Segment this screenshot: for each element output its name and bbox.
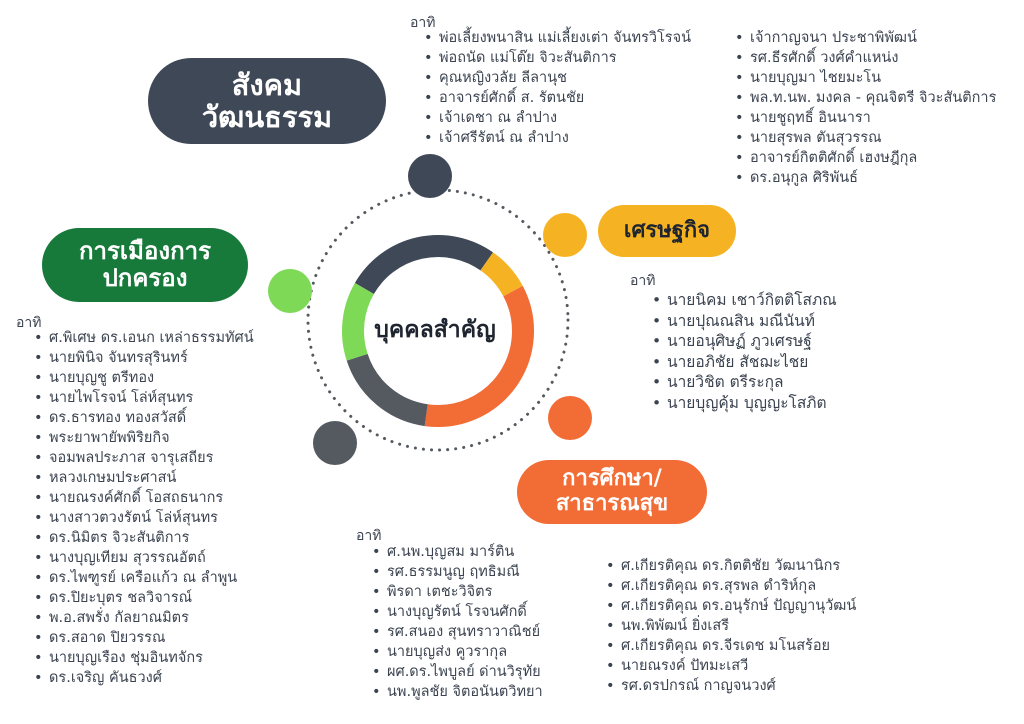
name-item: นายณรงค์ศักดิ์ โอสถธนากร bbox=[34, 488, 254, 508]
node-economy bbox=[543, 213, 587, 257]
name-item: รศ.ธรรมนูญ ฤทธิมณี bbox=[372, 562, 543, 582]
name-item: พ่อถนัด แม่โต๊ย จิวะสันติการ bbox=[424, 48, 691, 68]
donut-segment-education bbox=[424, 285, 534, 427]
society-list-a: พ่อเลี้ยงพนาสิน แม่เลี้ยงเต่า จันทรวิโรจ… bbox=[424, 28, 691, 148]
name-item: ศ.พิเศษ ดร.เอนก เหล่าธรรมทัศน์ bbox=[34, 328, 254, 348]
name-item: ดร.อนุกูล ศิริพันธ์ bbox=[735, 168, 996, 188]
name-item: พิรดา เตชะวิจิตร bbox=[372, 582, 543, 602]
name-item: เจ้าเดชา ณ ลำปาง bbox=[424, 108, 691, 128]
name-item: นายชูฤทธิ์ อินนารา bbox=[735, 108, 996, 128]
name-item: ศ.เกียรติคุณ ดร.สุรพล ดำริห์กุล bbox=[606, 576, 856, 596]
name-item: เจ้ากาญจนา ประชาพิพัฒน์ bbox=[735, 28, 996, 48]
name-item: ดร.ไพฑูรย์ เครือแก้ว ณ ลำพูน bbox=[34, 568, 254, 588]
category-society: สังคม วัฒนธรรม bbox=[148, 58, 386, 144]
name-item: ดร.สอาด ปิยวรรณ bbox=[34, 628, 254, 648]
name-item: รศ.ดรปกรณ์ กาญจนวงศ์ bbox=[606, 676, 856, 696]
name-item: พล.ท.นพ. มงคล - คุณจิตรี จิวะสันติการ bbox=[735, 88, 996, 108]
name-item: อาจารย์กิตติศักดิ์ เฮงษฎีกุล bbox=[735, 148, 996, 168]
name-item: นายพินิจ จันทรสุรินทร์ bbox=[34, 348, 254, 368]
donut-segment-politics bbox=[342, 283, 375, 361]
dotted-orbit bbox=[306, 188, 570, 452]
node-society bbox=[408, 154, 452, 198]
name-item: ศ.นพ.บุญสม มาร์ติน bbox=[372, 542, 543, 562]
name-item: นายสุรพล ตันสุวรรณ bbox=[735, 128, 996, 148]
node-gray bbox=[313, 421, 357, 465]
economy-list: นายนิคม เชาว์กิตติโสภณนายปุณณสิน มณีนันท… bbox=[652, 290, 837, 413]
name-item: ดร.ปิยะบุตร ชลวิจารณ์ bbox=[34, 588, 254, 608]
name-item: นายไพโรจน์ โล่ห์สุนทร bbox=[34, 388, 254, 408]
category-economy: เศรษฐกิจ bbox=[598, 205, 736, 257]
education-list-a: ศ.นพ.บุญสม มาร์ตินรศ.ธรรมนูญ ฤทธิมณีพิรด… bbox=[372, 542, 543, 702]
name-item: นายบุญเรือง ชุ่มอินทจักร bbox=[34, 648, 254, 668]
politics-list: ศ.พิเศษ ดร.เอนก เหล่าธรรมทัศน์นายพินิจ จ… bbox=[34, 328, 254, 688]
name-item: จอมพลประภาส จารุเสถียร bbox=[34, 448, 254, 468]
name-item: พระยาพายัพพิริยกิจ bbox=[34, 428, 254, 448]
name-item: อาจารย์ศักดิ์ ส. รัตนชัย bbox=[424, 88, 691, 108]
name-item: นายณรงค์ ปัทมะเสวี bbox=[606, 656, 856, 676]
name-item: ดร.นิมิตร จิวะสันติการ bbox=[34, 528, 254, 548]
name-item: นายวิชิต ตรีระกุล bbox=[652, 372, 837, 393]
name-item: ผศ.ดร.ไพบูลย์ ด่านวิรุทัย bbox=[372, 662, 543, 682]
politics-prefix: อาทิ bbox=[16, 315, 42, 331]
donut-segment-gray bbox=[346, 353, 429, 427]
name-item: นายบุญคุ้ม บุญญะโสภิต bbox=[652, 393, 837, 414]
name-item: นายปุณณสิน มณีนันท์ bbox=[652, 311, 837, 332]
name-item: นายบุญส่ง คูวรากุล bbox=[372, 642, 543, 662]
name-item: เจ้าศรีรัตน์ ณ ลำปาง bbox=[424, 128, 691, 148]
name-item: รศ.สนอง สุนทราวาณิชย์ bbox=[372, 622, 543, 642]
name-item: ดร.เจริญ คันธวงศ์ bbox=[34, 668, 254, 688]
donut-segment-society bbox=[354, 235, 494, 295]
name-item: ศ.เกียรติคุณ ดร.จีรเดช มโนสร้อย bbox=[606, 636, 856, 656]
name-item: นายอภิชัย สัชฌะไชย bbox=[652, 352, 837, 373]
name-item: หลวงเกษมประศาสน์ bbox=[34, 468, 254, 488]
node-politics bbox=[268, 269, 312, 313]
name-item: นายอนุศิษฏ์ ภูวเศรษฐ์ bbox=[652, 331, 837, 352]
name-item: นายนิคม เชาว์กิตติโสภณ bbox=[652, 290, 837, 311]
center-label: บุคคลสำคัญ bbox=[374, 317, 496, 343]
name-item: รศ.ธีรศักดิ์ วงศ์คำแหน่ง bbox=[735, 48, 996, 68]
name-item: นพ.พูลชัย จิตอนันตวิทยา bbox=[372, 682, 543, 702]
society-prefix: อาทิ bbox=[410, 15, 436, 31]
node-education bbox=[548, 396, 592, 440]
name-item: พ่อเลี้ยงพนาสิน แม่เลี้ยงเต่า จันทรวิโรจ… bbox=[424, 28, 691, 48]
name-item: นายบุญชู ตรีทอง bbox=[34, 368, 254, 388]
center-donut bbox=[342, 235, 534, 427]
category-politics: การเมืองการ ปกครอง bbox=[42, 228, 248, 302]
economy-prefix: อาทิ bbox=[630, 273, 656, 289]
society-list-b: เจ้ากาญจนา ประชาพิพัฒน์รศ.ธีรศักดิ์ วงศ์… bbox=[735, 28, 996, 188]
name-item: คุณหญิงวลัย ลีลานุช bbox=[424, 68, 691, 88]
name-item: นพ.พิพัฒน์ ยิ่งเสรี bbox=[606, 616, 856, 636]
name-item: นางบุญเทียม สุวรรณอัตถ์ bbox=[34, 548, 254, 568]
name-item: นางสาวตวงรัตน์ โล่ห์สุนทร bbox=[34, 508, 254, 528]
education-prefix: อาทิ bbox=[356, 528, 382, 544]
name-item: พ.อ.สพรั่ง กัลยาณมิตร bbox=[34, 608, 254, 628]
name-item: นายบุญมา ไชยมะโน bbox=[735, 68, 996, 88]
name-item: ศ.เกียรติคุณ ดร.อนุรักษ์ ปัญญานุวัฒน์ bbox=[606, 596, 856, 616]
name-item: ศ.เกียรติคุณ ดร.กิตติชัย วัฒนานิกร bbox=[606, 556, 856, 576]
name-item: นางบุญรัตน์ โรจนศักดิ์ bbox=[372, 602, 543, 622]
education-list-b: ศ.เกียรติคุณ ดร.กิตติชัย วัฒนานิกรศ.เกีย… bbox=[606, 556, 856, 696]
donut-segment-economy bbox=[480, 252, 523, 297]
name-item: ดร.ธารทอง ทองสวัสดิ์ bbox=[34, 408, 254, 428]
category-education: การศึกษา/ สาธารณสุข bbox=[517, 460, 707, 524]
